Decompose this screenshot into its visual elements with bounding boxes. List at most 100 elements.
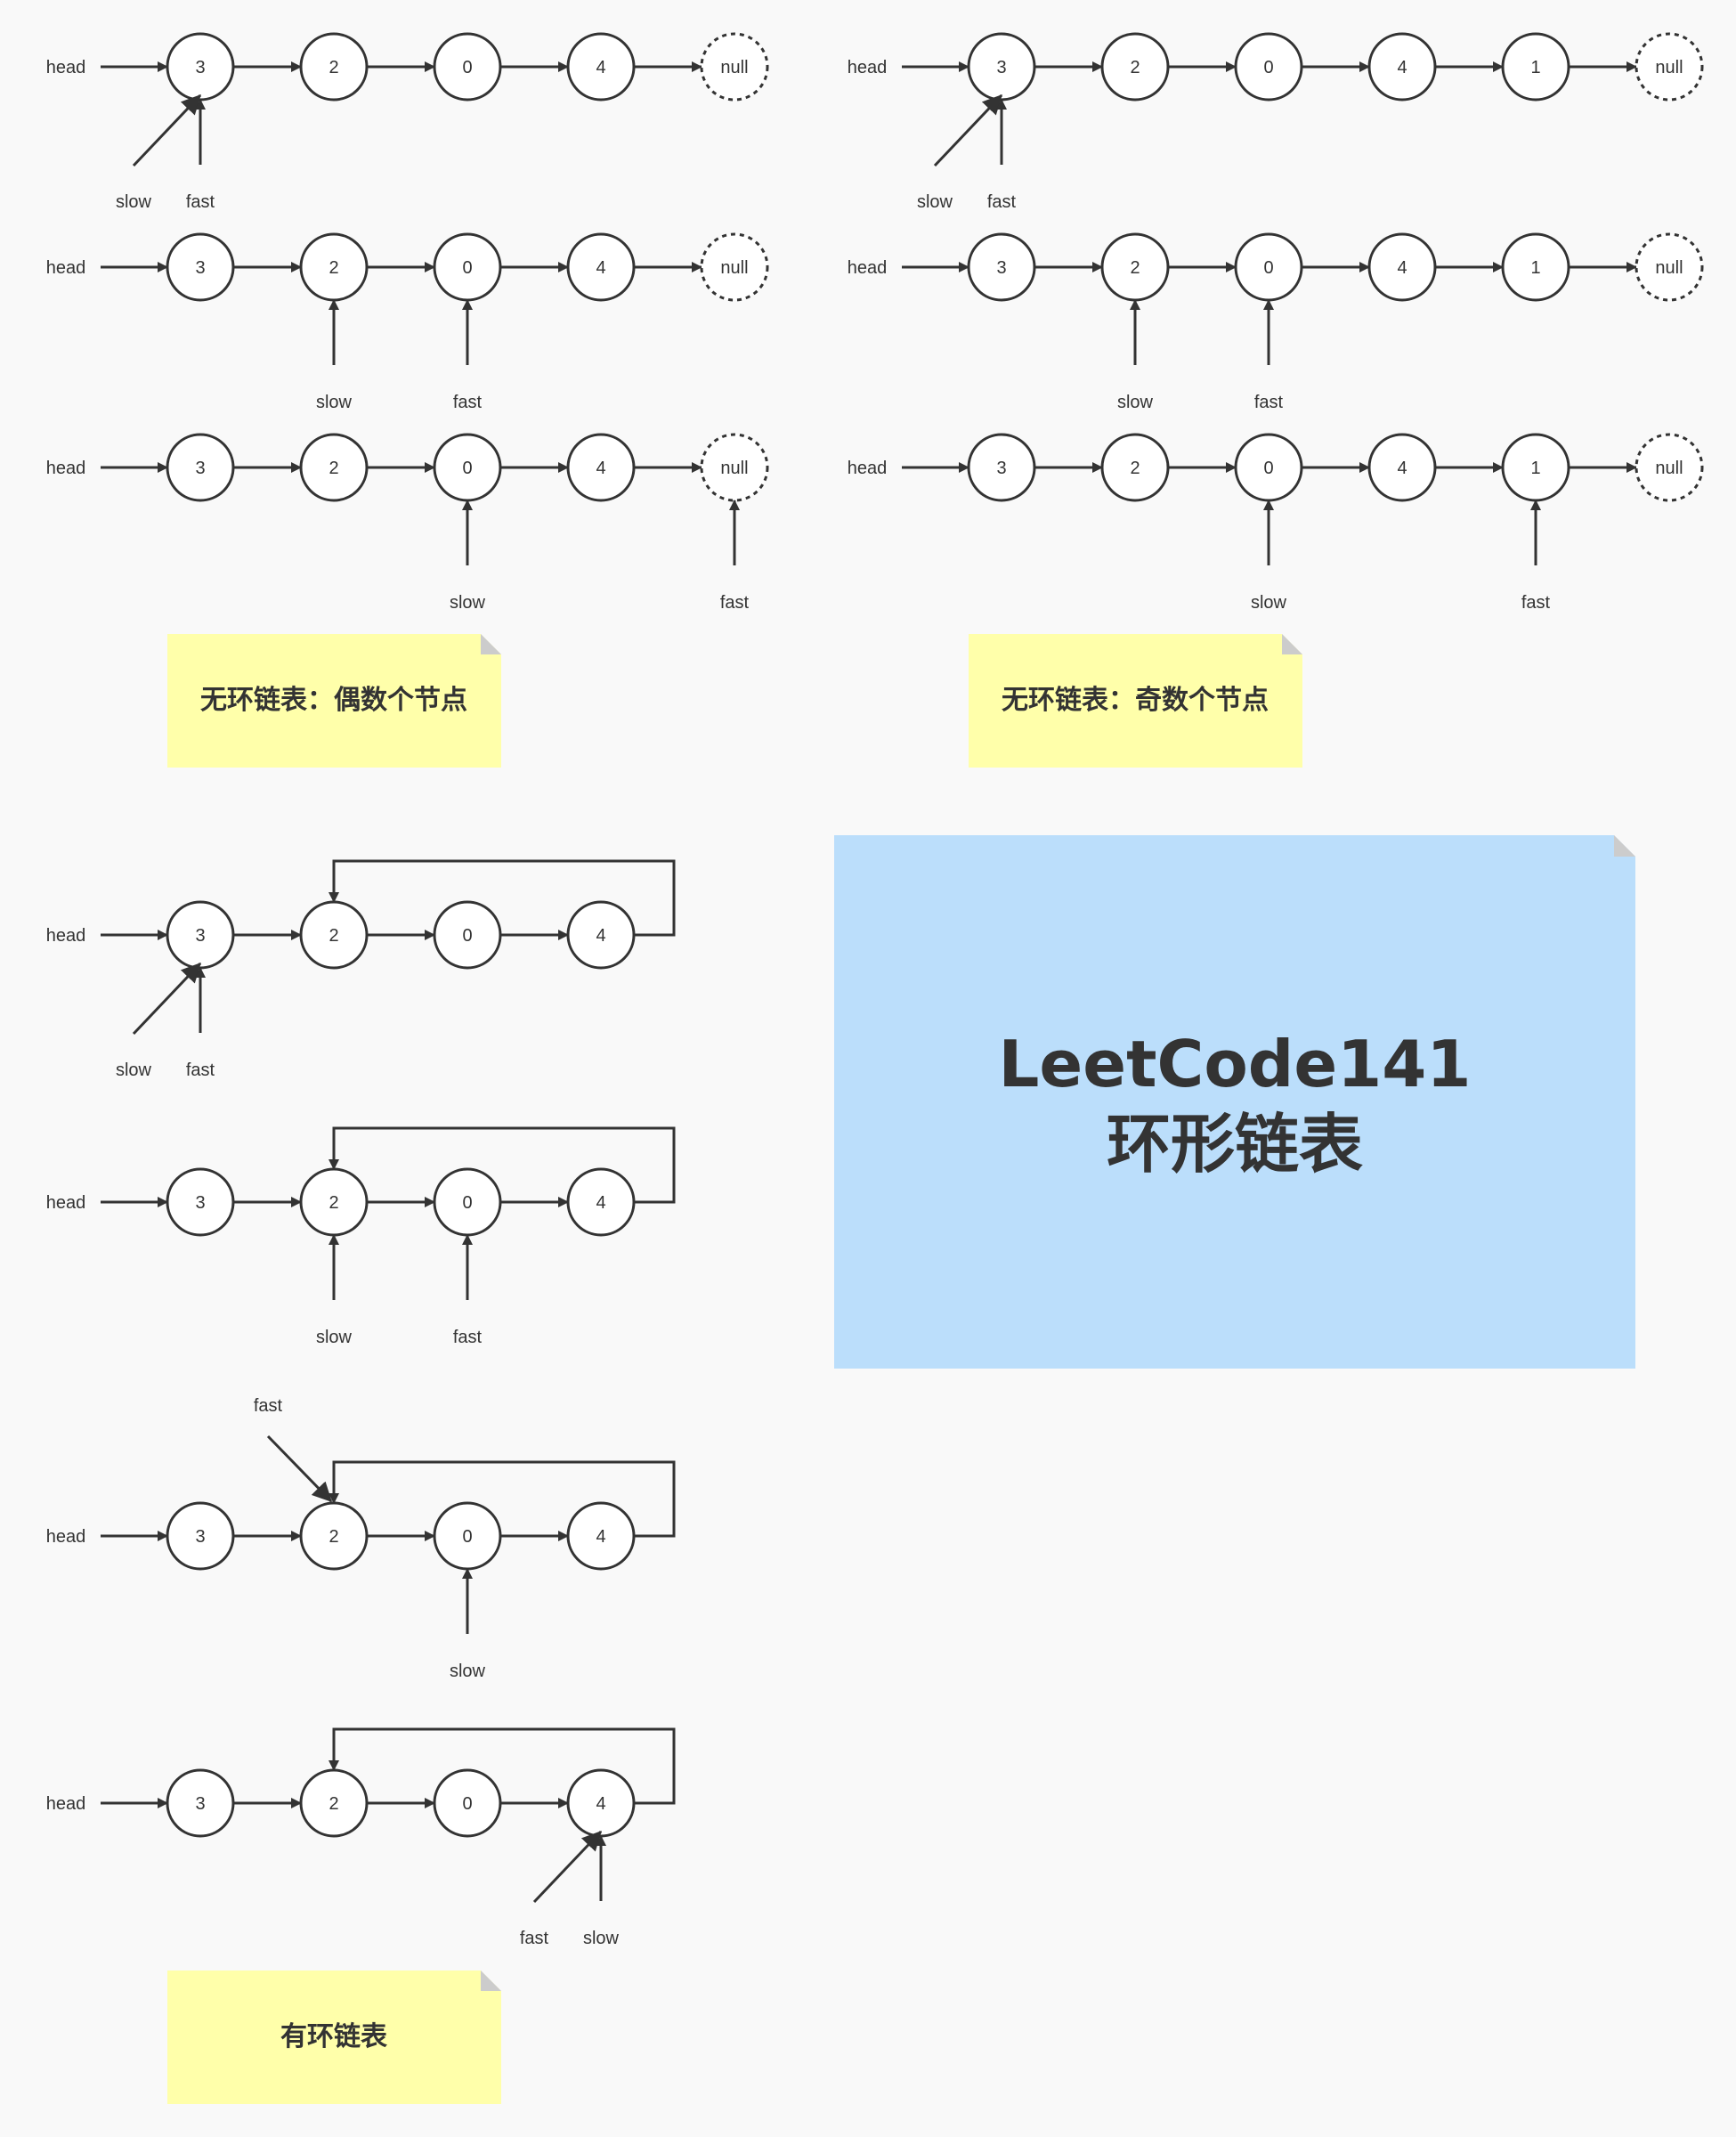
node-circle [1367, 32, 1437, 102]
fast-pointer-label: fast [186, 192, 215, 212]
list-node: 3 [166, 1768, 235, 1838]
node-value: 0 [462, 459, 472, 478]
null-node: null [700, 32, 769, 102]
slow-pointer-label: slow [450, 1662, 486, 1681]
fast-pointer-label: fast [1254, 393, 1284, 412]
head-label: head [46, 926, 86, 946]
list-node: 4 [566, 900, 636, 970]
fast-pointer-label: fast [186, 1060, 215, 1080]
slow-pointer-arrow [132, 93, 202, 167]
fast-pointer-label: fast [1521, 593, 1551, 613]
node-circle [433, 900, 502, 970]
list-node: 4 [566, 1768, 636, 1838]
fast-pointer-label: fast [987, 192, 1017, 212]
node-value: 3 [195, 258, 205, 278]
node-value: 3 [195, 58, 205, 77]
node-value: 1 [1530, 459, 1540, 478]
node-circle [1501, 32, 1570, 102]
node-value: 2 [329, 926, 338, 946]
node-circle [166, 1501, 235, 1571]
node-value: 0 [1263, 459, 1273, 478]
node-value: 4 [596, 459, 605, 478]
node-circle [299, 1768, 369, 1838]
list-node: 2 [299, 433, 369, 502]
list-node: 4 [566, 1501, 636, 1571]
fast-pointer-arrow [266, 1434, 333, 1503]
node-circle [566, 900, 636, 970]
node-value: 2 [1130, 459, 1140, 478]
list-node: 0 [1234, 32, 1303, 102]
list-node: 2 [299, 900, 369, 970]
node-value: 4 [1397, 58, 1407, 77]
fast-pointer-label: fast [453, 1328, 483, 1347]
node-circle [967, 232, 1036, 302]
note-odd-text: 无环链表：奇数个节点 [1002, 685, 1269, 716]
fast-pointer-label: fast [254, 1396, 283, 1416]
head-label: head [46, 459, 86, 478]
node-circle [566, 32, 636, 102]
note-even: 无环链表：偶数个节点 [167, 634, 501, 768]
null-label: null [1655, 58, 1683, 77]
list-node: 0 [433, 32, 502, 102]
fast-pointer-arrow [532, 1830, 603, 1904]
head-label: head [848, 58, 888, 77]
list-node: 4 [1367, 433, 1437, 502]
null-label: null [720, 258, 748, 278]
node-circle [1367, 433, 1437, 502]
node-value: 4 [1397, 459, 1407, 478]
slow-pointer-label: slow [316, 1328, 353, 1347]
node-value: 0 [462, 1527, 472, 1547]
list-node: 2 [1100, 433, 1170, 502]
slow-pointer-arrow [132, 962, 202, 1036]
node-value: 3 [195, 459, 205, 478]
list-node: 3 [166, 1167, 235, 1237]
node-value: 3 [195, 926, 205, 946]
null-circle [1635, 433, 1704, 502]
node-circle [1367, 232, 1437, 302]
null-circle [700, 433, 769, 502]
node-circle [166, 433, 235, 502]
node-value: 2 [329, 58, 338, 77]
head-label: head [46, 258, 86, 278]
note-even-text: 无环链表：偶数个节点 [200, 685, 467, 716]
list-node: 3 [967, 232, 1036, 302]
cycle-back-arrow [329, 859, 676, 937]
list-node: 3 [166, 32, 235, 102]
node-value: 4 [596, 1527, 605, 1547]
list-node: 0 [433, 433, 502, 502]
node-value: 2 [329, 258, 338, 278]
null-node: null [700, 232, 769, 302]
head-label: head [46, 1193, 86, 1213]
node-circle [1100, 32, 1170, 102]
list-node: 3 [166, 232, 235, 302]
list-node: 0 [1234, 433, 1303, 502]
fast-pointer-label: fast [720, 593, 750, 613]
node-circle [1501, 232, 1570, 302]
list-node: 4 [566, 32, 636, 102]
list-node: 3 [166, 433, 235, 502]
node-circle [299, 433, 369, 502]
note-cycle-text: 有环链表 [280, 2021, 387, 2052]
fast-pointer-label: fast [520, 1929, 549, 1948]
list-node: 1 [1501, 232, 1570, 302]
node-value: 2 [1130, 258, 1140, 278]
node-value: 3 [996, 258, 1006, 278]
node-circle [166, 232, 235, 302]
title-line-2: 环形链表 [1107, 1107, 1363, 1182]
node-value: 2 [329, 1527, 338, 1547]
node-circle [299, 900, 369, 970]
node-value: 3 [996, 58, 1006, 77]
head-label: head [848, 258, 888, 278]
list-node: 3 [166, 1501, 235, 1571]
node-value: 4 [596, 258, 605, 278]
node-circle [566, 1167, 636, 1237]
node-circle [433, 32, 502, 102]
node-circle [1100, 433, 1170, 502]
